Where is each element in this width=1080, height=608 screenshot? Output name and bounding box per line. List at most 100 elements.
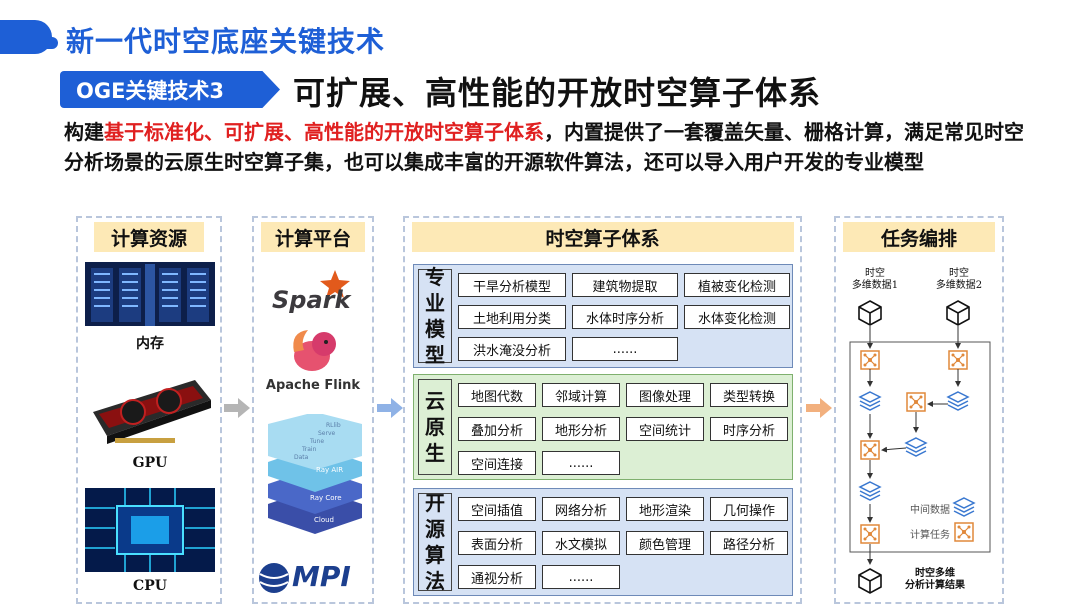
flink-squirrel-icon [293,330,336,371]
operator-chip[interactable]: 地形分析 [542,417,620,441]
input-1-label: 时空 多维数据1 [840,268,910,292]
platform-title: 计算平台 [261,222,365,252]
legend-compute-task: 计算任务 [910,530,950,541]
title-accent-bar-tail [18,37,58,49]
input-1-line-1: 时空 [865,268,885,279]
tag-char: 生 [425,441,445,465]
resources-column: 计算资源 内存 GPU CPU [76,216,222,604]
description-paragraph: 构建基于标准化、可扩展、高性能的开放时空算子体系，内置提供了一套覆盖矢量、栅格计… [64,117,1024,177]
operator-chip[interactable]: 建筑物提取 [572,273,678,297]
operator-chip[interactable]: 地形渲染 [626,497,704,521]
operators-column: 时空算子体系 专 业 模 型 干旱分析模型 建筑物提取 植被变化检测 土地利用分… [403,216,802,604]
mpi-label: MPI [292,560,351,593]
arrow-platform-to-operators [377,398,403,418]
arrow-operators-to-orchestration [806,398,832,418]
ray-lib-5: Data [294,454,309,461]
ray-cloud-label: Cloud [314,516,334,524]
mpi-globe-icon [259,563,289,593]
tag-char: 专 [425,265,445,289]
server-rack-image [85,262,215,326]
operator-chip[interactable]: 颜色管理 [626,531,704,555]
input-2-line-2: 多维数据2 [935,280,983,291]
operator-chip[interactable]: 类型转换 [710,383,788,407]
operators-title: 时空算子体系 [411,222,794,252]
group-tag-professional: 专 业 模 型 [418,265,452,367]
operator-chip[interactable]: ...... [542,565,620,589]
ray-lib-3: Tune [310,438,325,445]
operator-chip[interactable]: 时序分析 [710,417,788,441]
operator-chip[interactable]: 空间插值 [458,497,536,521]
page-title: 新一代时空底座关键技术 [66,25,386,58]
operator-group-professional: 专 业 模 型 干旱分析模型 建筑物提取 植被变化检测 土地利用分类 水体时序分… [413,264,793,368]
group-tag-cloud-native: 云 原 生 [418,379,452,475]
operator-chip[interactable]: 网络分析 [542,497,620,521]
resource-label-cpu: CPU [133,578,167,594]
workflow-diagram [849,300,991,594]
tag-char: 业 [425,291,445,315]
operator-group-cloud-native: 云 原 生 地图代数 邻域计算 图像处理 类型转换 叠加分析 地形分析 空间统计… [413,374,793,480]
resource-label-memory: 内存 [136,336,164,352]
description-highlight: 基于标准化、可扩展、高性能的开放时空算子体系 [104,120,544,144]
operator-chip[interactable]: 图像处理 [626,383,704,407]
input-2-line-1: 时空 [949,268,969,279]
group-tag-open-source: 开 源 算 法 [418,491,452,593]
mpi-logo: MPI [258,560,370,596]
operator-chip[interactable]: 水文模拟 [542,531,620,555]
operator-chip[interactable]: 表面分析 [458,531,536,555]
operator-chip[interactable]: 路径分析 [710,531,788,555]
spark-label: Spark [272,286,351,314]
ray-core-label: Ray Core [310,494,342,502]
tag-char: 型 [425,343,445,367]
output-line-1: 时空多维 [915,568,955,579]
operator-chip[interactable]: 干旱分析模型 [458,273,566,297]
operator-chip[interactable]: 空间统计 [626,417,704,441]
tag-char: 开 [425,491,445,515]
orchestration-column: 任务编排 时空 多维数据1 时空 多维数据2 [834,216,1004,604]
tag-char: 算 [425,543,445,567]
operator-chip[interactable]: 几何操作 [710,497,788,521]
resource-label-gpu: GPU [132,455,168,471]
input-2-label: 时空 多维数据2 [924,268,994,292]
tag-char: 原 [425,415,445,439]
ray-lib-4: Train [302,446,317,453]
operator-chip[interactable]: 空间连接 [458,451,536,475]
operator-chip[interactable]: 通视分析 [458,565,536,589]
operator-chip[interactable]: 洪水淹没分析 [458,337,566,361]
operator-chip[interactable]: 植被变化检测 [684,273,790,297]
spark-star-icon [320,270,350,298]
resources-title: 计算资源 [94,222,204,252]
output-line-2: 分析计算结果 [905,580,965,591]
operator-chip[interactable]: 土地利用分类 [458,305,566,329]
input-1-line-2: 多维数据1 [851,280,899,291]
description-part2: ，内置提供了一套覆盖矢量、栅格计算，满足常见时空分析场景的云原生时空算子集，也可… [64,120,1024,174]
operator-chip[interactable]: 水体时序分析 [572,305,678,329]
tag-char: 源 [425,517,445,541]
arrow-resources-to-platform [224,398,250,418]
output-label: 时空多维 分析计算结果 [890,568,980,592]
ray-lib-2: Serve [318,430,336,437]
operator-chip[interactable]: ...... [572,337,678,361]
tag-char: 模 [425,317,445,341]
operator-chip[interactable]: 水体变化检测 [684,305,790,329]
operator-chip[interactable]: 邻域计算 [542,383,620,407]
section-subtitle: 可扩展、高性能的开放时空算子体系 [293,74,822,112]
spark-logo: Spark [272,270,362,314]
description-part1: 构建 [64,120,104,144]
ray-air-label: Ray AIR [316,466,344,474]
operator-group-open-source: 开 源 算 法 空间插值 网络分析 地形渲染 几何操作 表面分析 水文模拟 颜色… [413,488,793,596]
ray-stack-layers [268,414,362,534]
operator-chip[interactable]: 叠加分析 [458,417,536,441]
legend-intermediate-data: 中间数据 [910,505,950,516]
platform-column: 计算平台 Spark Apache Flink Ray AIR Ray Core… [252,216,374,604]
operator-chip[interactable]: ...... [542,451,620,475]
operator-chip[interactable]: 地图代数 [458,383,536,407]
cpu-chip-image [85,488,215,572]
flink-label: Apache Flink [265,378,361,393]
orchestration-title: 任务编排 [843,222,995,252]
section-badge: OGE关键技术3 [60,71,280,108]
ray-lib-1: RLlib [326,422,341,429]
tag-char: 法 [425,569,445,593]
gpu-card-image [93,380,211,444]
tag-char: 云 [425,389,445,413]
ray-stack-diagram: Ray AIR Ray Core Cloud RLlib Serve Tune … [260,414,370,540]
